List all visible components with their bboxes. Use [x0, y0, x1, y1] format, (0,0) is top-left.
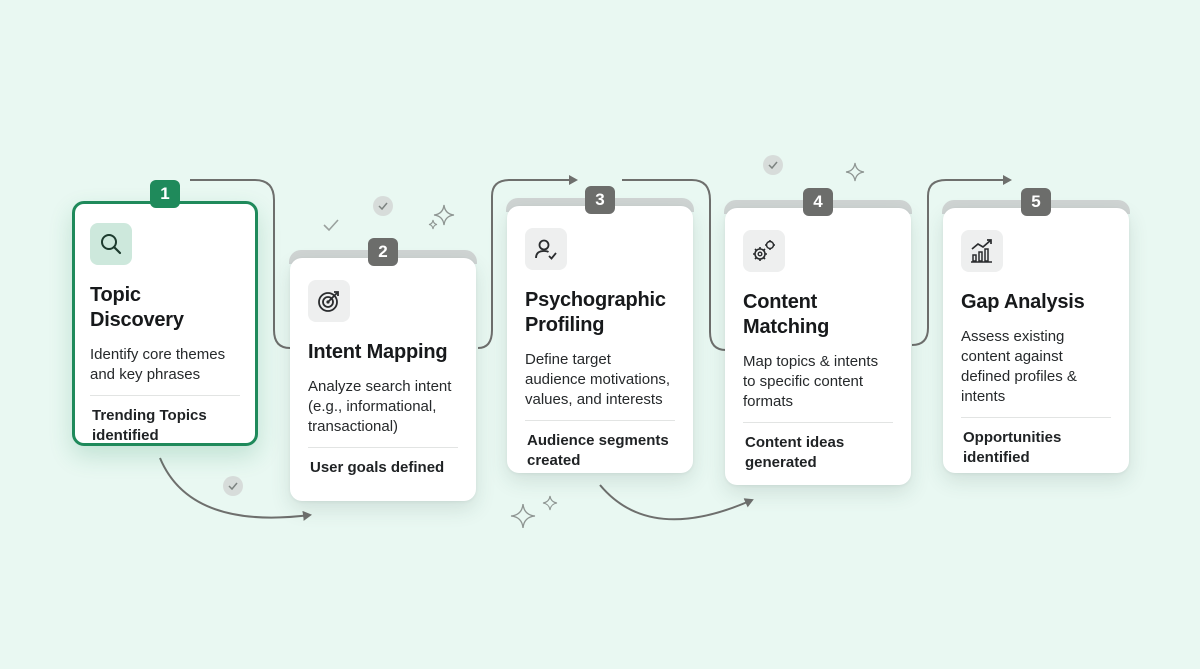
step-title: Content Matching: [743, 291, 830, 338]
step-outcome: User goals defined: [310, 459, 445, 476]
check-circle-icon: [373, 196, 393, 216]
check-circle-icon: [223, 476, 243, 496]
step-number-badge: 1: [150, 180, 180, 208]
step-outcome: Opportunities identified: [963, 429, 1062, 466]
search-icon: [90, 223, 132, 265]
step-card-2[interactable]: 2 Intent Mapping Analyze search intent (…: [289, 238, 477, 501]
sparkle-icon: [428, 204, 455, 230]
step-card-1[interactable]: 1 Topic Discovery Identify core themes a…: [72, 180, 258, 446]
step-number-badge: 2: [368, 238, 398, 266]
checkmark-icon: [323, 219, 339, 232]
gears-icon: [743, 230, 785, 272]
step-description: Assess existing content against defined …: [961, 328, 1077, 405]
divider: [961, 417, 1111, 418]
divider: [90, 395, 240, 396]
step-number-badge: 4: [803, 188, 833, 216]
user-check-icon: [525, 228, 567, 270]
step-title: Intent Mapping: [308, 341, 448, 363]
step-card-5[interactable]: 5 Gap Analysis Assess existing content a…: [942, 188, 1130, 473]
step-number-badge: 3: [585, 186, 615, 214]
step-description: Analyze search intent (e.g., information…: [308, 378, 452, 435]
step-description: Map topics & intents to specific content…: [743, 353, 879, 410]
step-title: Topic Discovery: [90, 284, 184, 331]
connector-3-4-bottom: [599, 484, 754, 521]
sparkle-icon: [510, 495, 558, 529]
step-title: Psychographic Profiling: [525, 289, 666, 336]
step-description: Identify core themes and key phrases: [90, 346, 226, 383]
step-outcome: Content ideas generated: [745, 434, 845, 471]
step-description: Define target audience motivations, valu…: [525, 351, 671, 408]
step-number-badge: 5: [1021, 188, 1051, 216]
check-circle-icon: [763, 155, 783, 175]
step-outcome: Trending Topics identified: [92, 407, 207, 444]
step-card-4[interactable]: 4 Content Matching Map topics & intents …: [724, 188, 912, 485]
step-title: Gap Analysis: [961, 291, 1085, 313]
target-icon: [308, 280, 350, 322]
divider: [308, 447, 458, 448]
step-card-3[interactable]: 3 Psychographic Profiling Define target …: [506, 186, 694, 473]
divider: [525, 420, 675, 421]
bar-chart-growth-icon: [961, 230, 1003, 272]
divider: [743, 422, 893, 423]
sparkle-icon: [845, 162, 865, 182]
step-outcome: Audience segments created: [527, 432, 669, 469]
